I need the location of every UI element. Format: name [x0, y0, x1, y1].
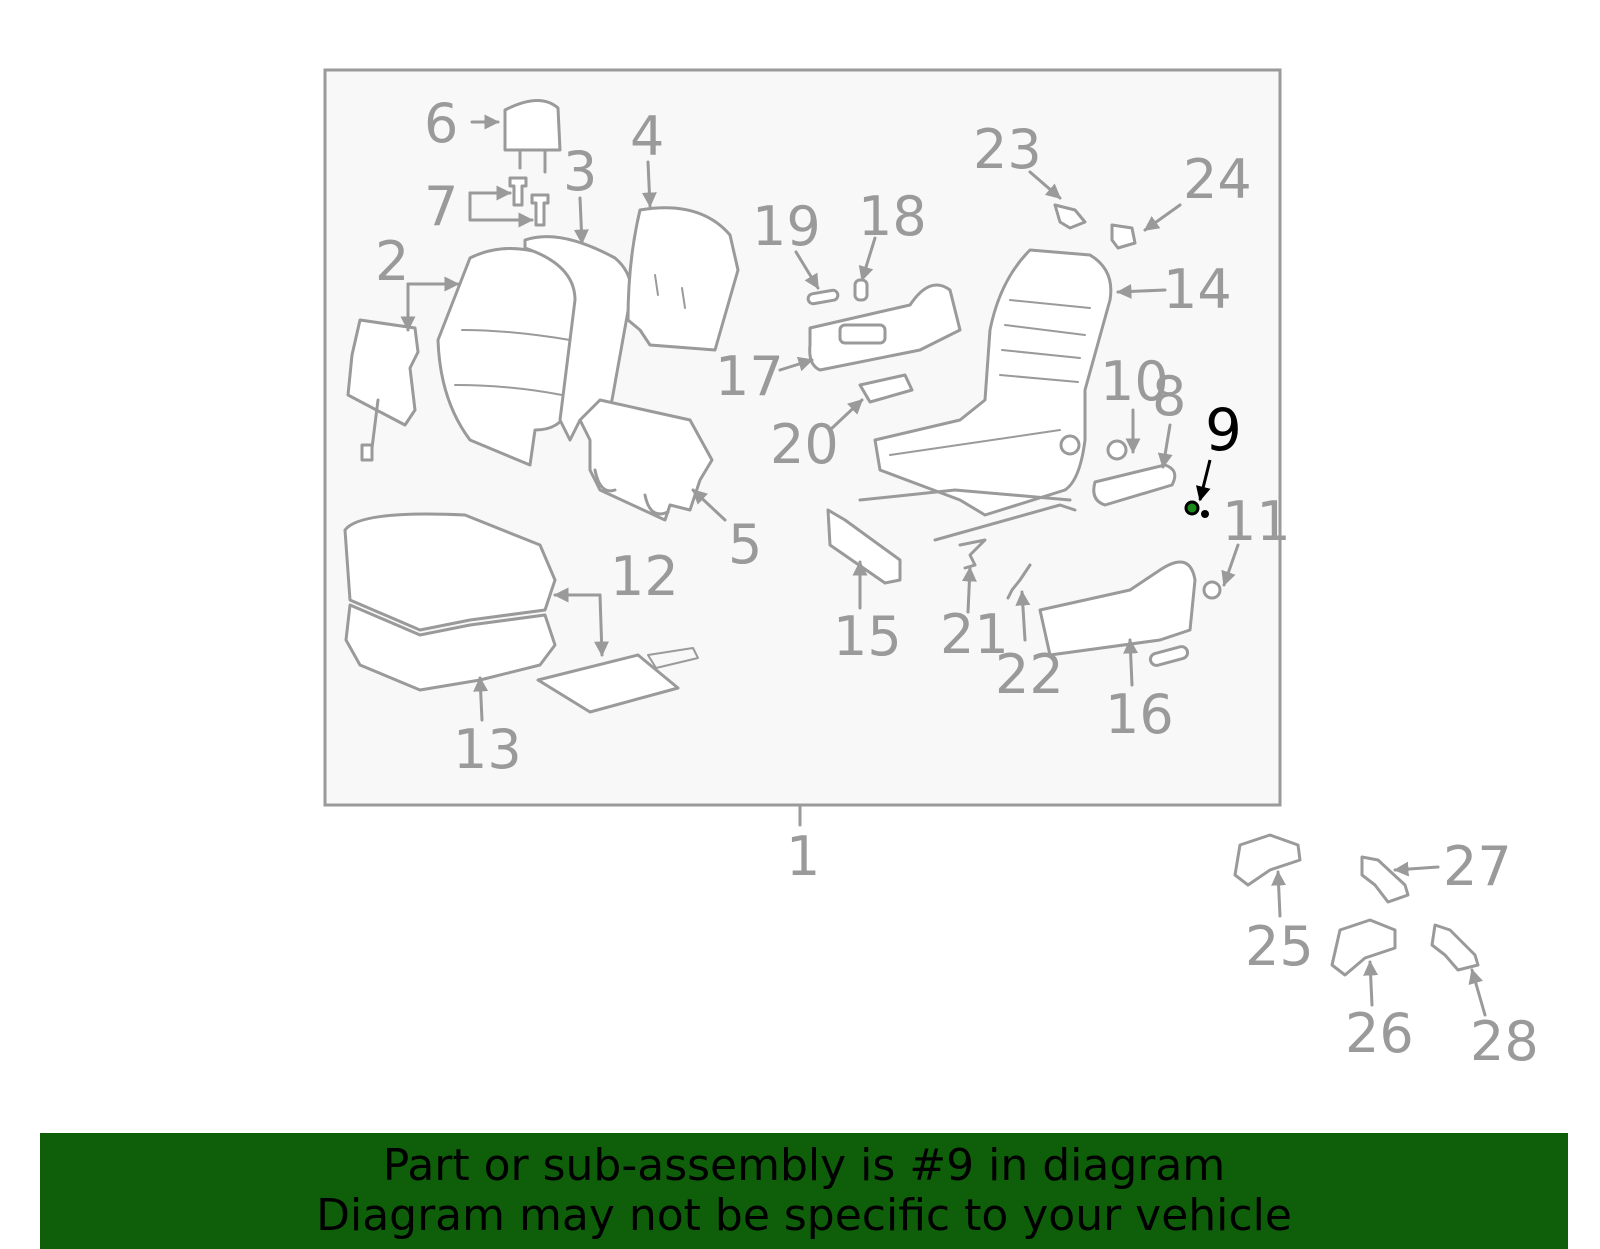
callout-24: 24 — [1183, 148, 1252, 211]
callout-17: 17 — [715, 345, 784, 408]
callout-5: 5 — [728, 513, 762, 576]
callout-13: 13 — [453, 718, 522, 781]
part-frame-5 — [578, 398, 714, 522]
banner-line-part-info: Part or sub-assembly is #9 in diagram — [382, 1140, 1226, 1191]
part-cap-25 — [1233, 833, 1302, 887]
callout-27: 27 — [1443, 835, 1512, 898]
callout-8: 8 — [1152, 365, 1186, 428]
callout-21: 21 — [940, 603, 1009, 666]
part-back-board-4 — [626, 206, 740, 352]
part-cap-26 — [1330, 918, 1397, 977]
part-headrest-6 — [503, 99, 562, 174]
part-clip-21 — [958, 538, 987, 570]
callout-16: 16 — [1105, 683, 1174, 746]
part-cushion-cover-12 — [343, 512, 557, 632]
callout-23: 23 — [973, 118, 1042, 181]
part-cushion-pad-13 — [344, 603, 557, 692]
callout-9-highlighted: 9 — [1205, 396, 1242, 464]
part-switch-20 — [858, 373, 914, 404]
callout-10: 10 — [1100, 350, 1169, 413]
part-side-cover-16 — [1038, 560, 1197, 667]
callout-26: 26 — [1345, 1002, 1414, 1065]
callout-6: 6 — [424, 92, 458, 155]
part-knob-19 — [806, 288, 840, 306]
part-bracket-23 — [1053, 203, 1087, 230]
part-screw-9-highlighted — [1184, 500, 1209, 518]
callout-11: 11 — [1222, 490, 1291, 553]
part-trim-15 — [826, 508, 902, 585]
part-heater-mat-12 — [536, 647, 699, 714]
callout-15: 15 — [833, 605, 902, 668]
callout-18: 18 — [858, 185, 927, 248]
callout-19: 19 — [752, 195, 821, 258]
part-clip-22 — [1006, 563, 1032, 600]
callout-1: 1 — [786, 825, 820, 888]
callout-28: 28 — [1470, 1010, 1539, 1073]
callout-25: 25 — [1245, 915, 1314, 978]
info-banner: Part or sub-assembly is #9 in diagram Di… — [40, 1133, 1568, 1249]
callout-12: 12 — [610, 545, 679, 608]
part-clip-18 — [853, 278, 869, 302]
callout-20: 20 — [770, 413, 839, 476]
part-nut-11 — [1202, 580, 1222, 600]
part-seat-frame-14 — [858, 248, 1113, 542]
part-bracket-24 — [1110, 223, 1137, 250]
part-screw-10 — [1106, 439, 1128, 461]
callout-7: 7 — [424, 175, 458, 238]
leader-lines — [400, 114, 1487, 1017]
part-bracket-28 — [1430, 923, 1480, 972]
part-bracket-27 — [1360, 855, 1410, 904]
callout-22: 22 — [995, 643, 1064, 706]
callout-2: 2 — [375, 230, 409, 293]
part-side-shield-17 — [808, 283, 962, 372]
callout-14: 14 — [1163, 258, 1232, 321]
callout-4: 4 — [630, 105, 664, 168]
banner-line-disclaimer: Diagram may not be specific to your vehi… — [316, 1190, 1292, 1241]
callout-3: 3 — [563, 140, 597, 203]
